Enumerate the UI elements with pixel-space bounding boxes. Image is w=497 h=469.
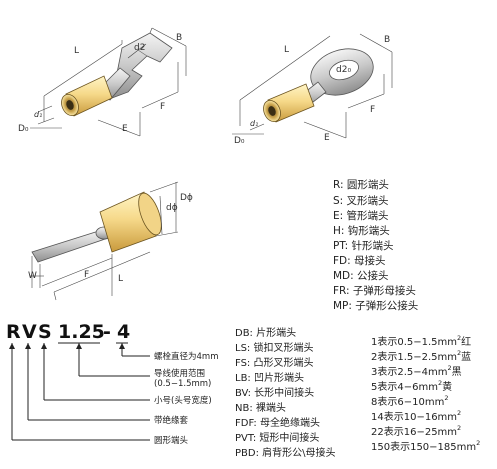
pin-dim-w: W <box>28 271 37 281</box>
type2-item: PBD: 肩背形公\母接头 <box>235 446 336 459</box>
model-code: R V S 1.25 - 4 <box>6 321 218 446</box>
size-item: 3表示2.5−4mm2黑 <box>371 364 462 378</box>
size-item: 1表示0.5−1.5mm2红 <box>371 334 471 348</box>
type2-item: NB: 裸端头 <box>235 401 286 414</box>
size-list: 1表示0.5−1.5mm2红 2表示1.5−2.5mm2蓝 3表示2.5−4mm… <box>371 334 480 453</box>
spade-dim-d2: d2 <box>134 43 145 53</box>
label-stud: 螺栓直径为4mm <box>154 351 218 362</box>
type2-item: LB: 凹片形端头 <box>235 371 304 384</box>
spade-dim-e: E <box>122 124 128 134</box>
type2-item: LS: 锁扣叉形端头 <box>235 341 313 354</box>
ring-dim-b: B <box>384 35 390 45</box>
spade-dim-d0: D₀ <box>18 124 29 134</box>
pin-dim-l: L <box>118 274 123 284</box>
spade-dim-l: L <box>74 46 79 56</box>
spade-dim-b: B <box>176 33 182 43</box>
spade-dim-f: F <box>160 102 165 112</box>
ring-dim-l: L <box>284 45 289 55</box>
type-item: S: 叉形端头 <box>333 194 389 207</box>
type-item: FR: 子弹形母接头 <box>333 284 416 297</box>
label-sleeve: 带绝缘套 <box>154 415 189 426</box>
size-item: 14表示10−16mm2 <box>371 409 461 423</box>
type-list: R: 圆形端头 S: 叉形端头 E: 管形端头 H: 钩形端头 PT: 针形端头… <box>333 178 418 312</box>
ring-terminal-drawing: L B d2₀ d₁ D₀ E F <box>232 33 393 146</box>
pin-dim-f: F <box>84 270 89 280</box>
type-list-2: DB: 片形端头 LS: 锁扣叉形端头 FS: 凸形叉形端头 LB: 凹片形端头… <box>235 326 336 459</box>
code-char-r: R <box>6 321 21 343</box>
code-number: 1.25 <box>58 321 105 343</box>
spade-terminal-drawing: L B d2 d₁ D₀ E F <box>18 27 187 137</box>
pin-dim-d0: Dϕ <box>180 193 193 203</box>
pin-dim-d: dϕ <box>166 203 178 213</box>
label-size: 小号(头号宽度) <box>154 395 212 406</box>
type-item: R: 圆形端头 <box>333 178 389 191</box>
size-item: 8表示6−10mm2 <box>371 394 448 408</box>
label-range-1: 导线使用范围 <box>154 368 205 379</box>
type-item: MD: 公接头 <box>333 269 389 282</box>
code-char-v: V <box>22 321 37 343</box>
type-item: H: 钩形端头 <box>333 224 390 237</box>
spade-dim-d1: d₁ <box>34 110 42 119</box>
type2-item: DB: 片形端头 <box>235 326 296 339</box>
code-stud: 4 <box>117 321 130 343</box>
type-item: FD: 母接头 <box>333 254 386 267</box>
code-dash: - <box>103 321 111 343</box>
type2-item: PVT: 短形中间接头 <box>235 431 319 444</box>
ring-dim-d1: d₁ <box>250 119 258 128</box>
type2-item: FS: 凸形叉形端头 <box>235 356 313 369</box>
label-range-2: (0.5−1.5mm) <box>154 379 211 389</box>
size-item: 2表示1.5−2.5mm2蓝 <box>371 349 471 363</box>
type-item: E: 管形端头 <box>333 209 389 222</box>
label-round: 圆形端头 <box>154 435 189 446</box>
size-item: 150表示150−185mm2 <box>371 439 480 453</box>
size-item: 5表示4−6mm2黄 <box>371 379 452 393</box>
ring-dim-d2: d2₀ <box>336 65 351 75</box>
size-item: 22表示16−25mm2 <box>371 424 461 438</box>
ring-dim-d0: D₀ <box>234 136 245 146</box>
type-item: MP: 子弹形公接头 <box>333 299 418 312</box>
code-char-s: S <box>38 321 52 343</box>
type2-item: FDF: 母全绝缘端头 <box>235 416 320 429</box>
pin-terminal-drawing: Dϕ dϕ W F L <box>28 181 193 301</box>
type-item: PT: 针形端头 <box>333 239 393 252</box>
ring-dim-f: F <box>370 105 375 115</box>
ring-dim-e: E <box>324 133 330 143</box>
type2-item: BV: 长形中间接头 <box>235 386 314 399</box>
